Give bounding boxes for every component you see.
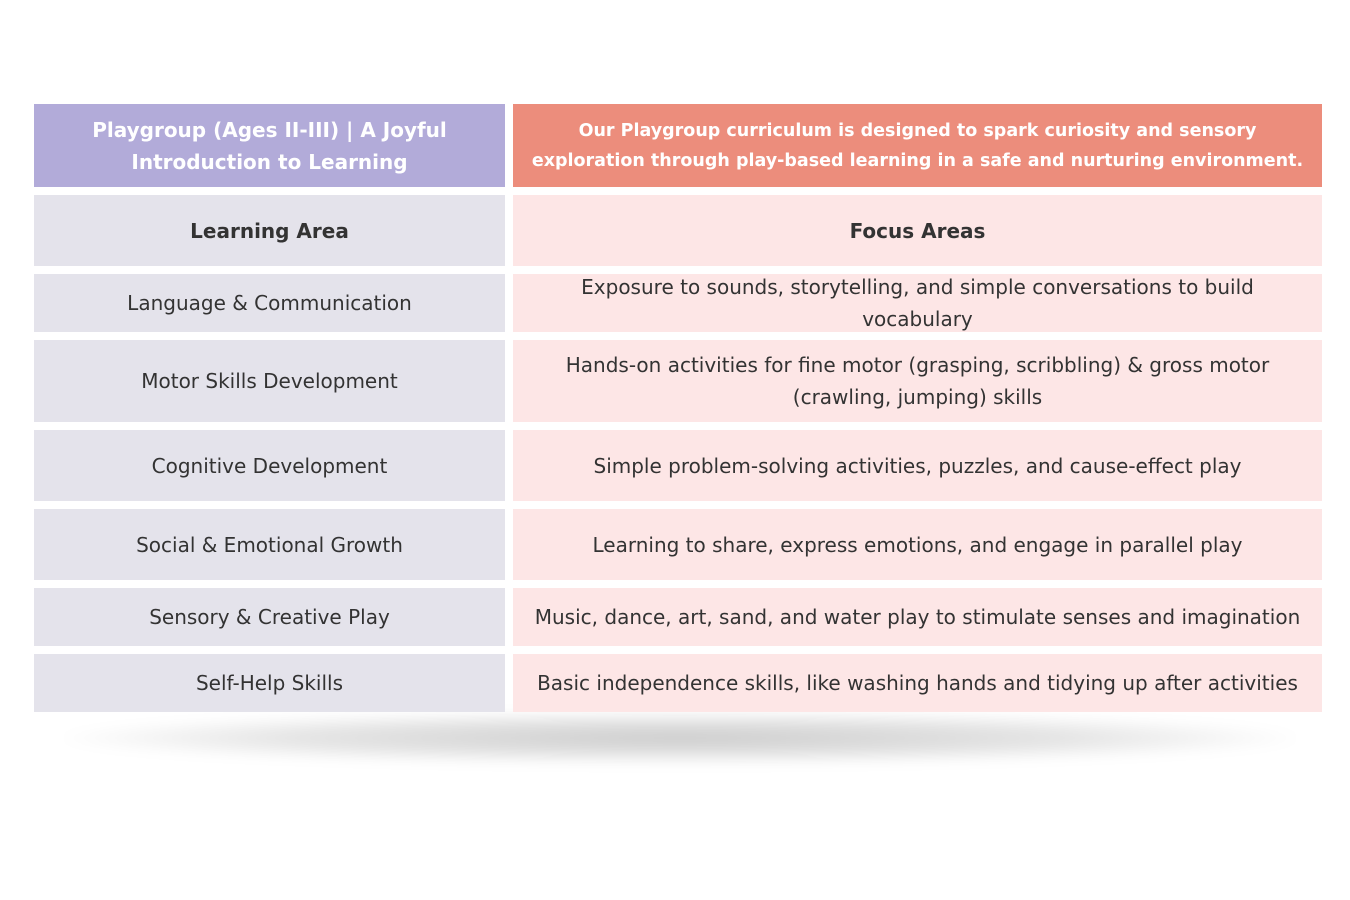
learning-area-cell: Social & Emotional Growth xyxy=(34,509,505,580)
table-description: Our Playgroup curriculum is designed to … xyxy=(513,104,1322,187)
learning-area-cell: Language & Communication xyxy=(34,274,505,332)
focus-area-cell: Hands-on activities for fine motor (gras… xyxy=(513,340,1322,422)
focus-area-cell: Basic independence skills, like washing … xyxy=(513,654,1322,712)
column-header-focus-areas: Focus Areas xyxy=(513,195,1322,266)
focus-area-cell: Learning to share, express emotions, and… xyxy=(513,509,1322,580)
learning-area-cell: Motor Skills Development xyxy=(34,340,505,422)
focus-area-cell: Simple problem-solving activities, puzzl… xyxy=(513,430,1322,501)
learning-area-cell: Cognitive Development xyxy=(34,430,505,501)
table-shadow xyxy=(60,712,1300,764)
curriculum-table: Playgroup (Ages II-III) | A Joyful Intro… xyxy=(34,104,1322,712)
learning-area-cell: Sensory & Creative Play xyxy=(34,588,505,646)
learning-area-cell: Self-Help Skills xyxy=(34,654,505,712)
table-title: Playgroup (Ages II-III) | A Joyful Intro… xyxy=(34,104,505,187)
focus-area-cell: Music, dance, art, sand, and water play … xyxy=(513,588,1322,646)
column-header-learning-area: Learning Area xyxy=(34,195,505,266)
focus-area-cell: Exposure to sounds, storytelling, and si… xyxy=(513,274,1322,332)
